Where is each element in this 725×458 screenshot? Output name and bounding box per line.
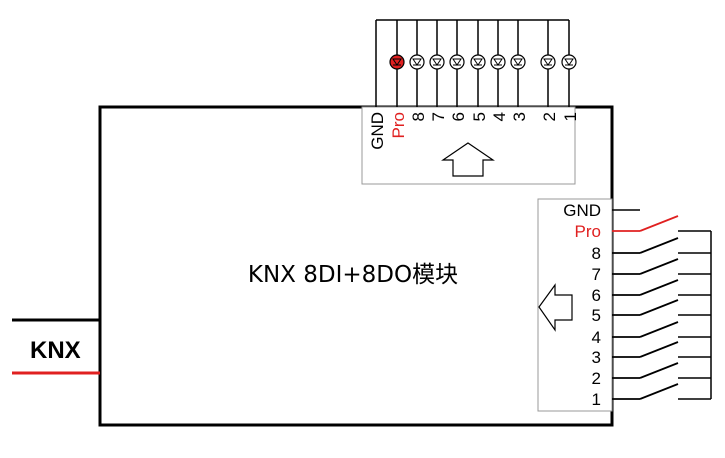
right-pin-label: 7 xyxy=(592,265,601,284)
switch-icon xyxy=(612,237,711,254)
led-icon xyxy=(429,54,445,70)
led-icon xyxy=(470,54,486,70)
active-led-icon xyxy=(389,54,405,70)
top-pin-label: 1 xyxy=(561,112,580,121)
top-pin-label: 4 xyxy=(490,112,509,121)
led-icon xyxy=(490,54,506,70)
switch-icon xyxy=(612,258,711,275)
right-pin-label: 1 xyxy=(592,390,601,409)
switch-icon xyxy=(612,362,711,379)
right-pin-label: Pro xyxy=(575,222,601,241)
top-pin-label: 7 xyxy=(429,112,448,121)
top-pin-label: 5 xyxy=(470,112,489,121)
top-pin-label: GND xyxy=(368,112,387,150)
knx-bus: KNX xyxy=(12,318,100,375)
top-pin-label: 6 xyxy=(449,112,468,121)
switch-icon xyxy=(612,321,711,338)
led-icon xyxy=(540,54,556,70)
led-icon xyxy=(409,54,425,70)
led-icon xyxy=(510,54,526,70)
right-pin-label: 2 xyxy=(592,369,601,388)
bus-label: KNX xyxy=(30,337,81,364)
right-pin-label: 3 xyxy=(592,348,601,367)
module-title: KNX 8DI+8DO模块 xyxy=(248,262,458,288)
right-pin-label: 5 xyxy=(592,306,601,325)
switch-icon xyxy=(612,279,711,296)
top-pin-label: 3 xyxy=(510,112,529,121)
right-pin-label: 4 xyxy=(592,328,601,347)
switch-icon xyxy=(612,341,711,358)
switch-icon xyxy=(612,383,711,400)
switch-icon xyxy=(612,215,711,232)
top-pin-label: Pro xyxy=(389,112,408,138)
right-pin-label: GND xyxy=(563,201,601,220)
led-icon xyxy=(449,54,465,70)
up-arrow-icon xyxy=(441,142,495,177)
left-arrow-icon xyxy=(538,283,573,332)
switch-icon xyxy=(612,299,711,316)
right-pin-label: 6 xyxy=(592,286,601,305)
led-icon xyxy=(561,54,577,70)
top-pin-label: 8 xyxy=(409,112,428,121)
right-pin-label: 8 xyxy=(592,244,601,263)
top-pin-label: 2 xyxy=(540,112,559,121)
